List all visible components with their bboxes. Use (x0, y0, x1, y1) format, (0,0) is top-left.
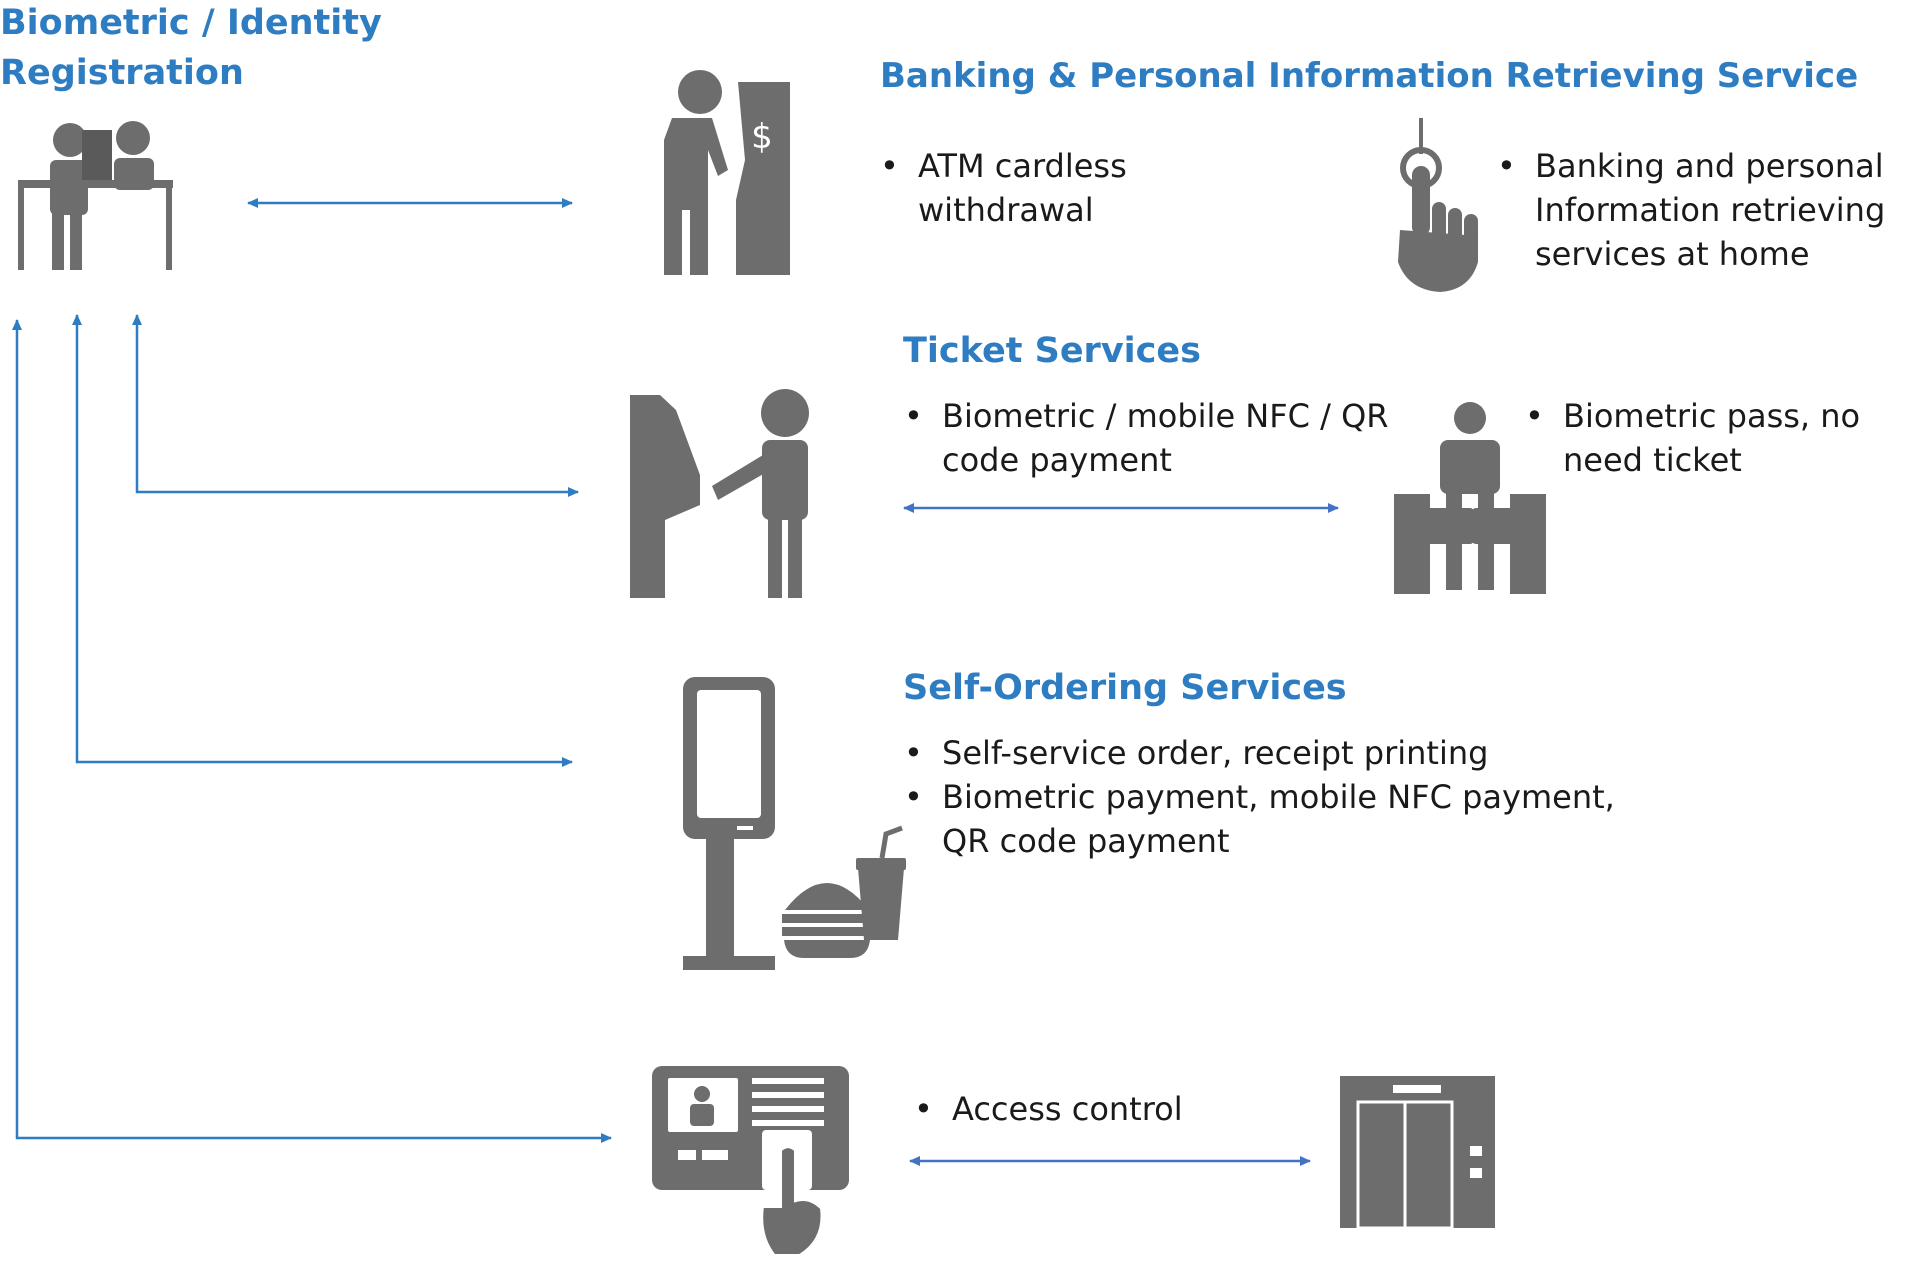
ticket-right-list: Biometric pass, no need ticket (1525, 394, 1920, 482)
ordering-title: Self-Ordering Services (903, 668, 1347, 708)
list-item: Biometric payment, mobile NFC payment, Q… (904, 775, 1664, 863)
connector-ticket (132, 314, 579, 497)
list-item: Banking and personal Information retriev… (1497, 144, 1897, 276)
banking-left-list: ATM cardless withdrawal (880, 144, 1300, 232)
connector-ordering (72, 314, 573, 767)
access-list: Access control (914, 1087, 1314, 1131)
registration-title: Biometric / Identity Registration (0, 0, 382, 98)
atm-user-icon: $ (664, 70, 790, 275)
registration-desk-icon (18, 121, 173, 270)
registration-title-line2: Registration (0, 53, 244, 93)
registration-title-line1: Biometric / Identity (0, 3, 382, 43)
access-panel-icon (652, 1066, 849, 1258)
elevator-icon (1340, 1076, 1495, 1230)
list-item: Biometric / mobile NFC / QR code payment (904, 394, 1394, 482)
turnstile-gate-icon (1394, 402, 1546, 594)
svg-text:$: $ (751, 117, 773, 157)
banking-title: Banking & Personal Information Retrievin… (880, 56, 1859, 96)
ordering-list: Self-service order, receipt printing Bio… (904, 731, 1664, 863)
ordering-kiosk-icon (683, 677, 775, 970)
ticket-left-list: Biometric / mobile NFC / QR code payment (904, 394, 1394, 482)
connector-access (12, 319, 612, 1143)
touch-finger-icon (1398, 118, 1478, 292)
banking-right-list: Banking and personal Information retriev… (1497, 144, 1897, 276)
fast-food-icon (782, 825, 906, 958)
list-item: ATM cardless withdrawal (880, 144, 1300, 232)
list-item: Self-service order, receipt printing (904, 731, 1664, 775)
connectors (12, 198, 612, 1143)
list-item: Biometric pass, no need ticket (1525, 394, 1920, 482)
ticket-machine-icon (630, 389, 809, 598)
list-item: Access control (914, 1087, 1314, 1131)
ticket-title: Ticket Services (903, 331, 1201, 371)
